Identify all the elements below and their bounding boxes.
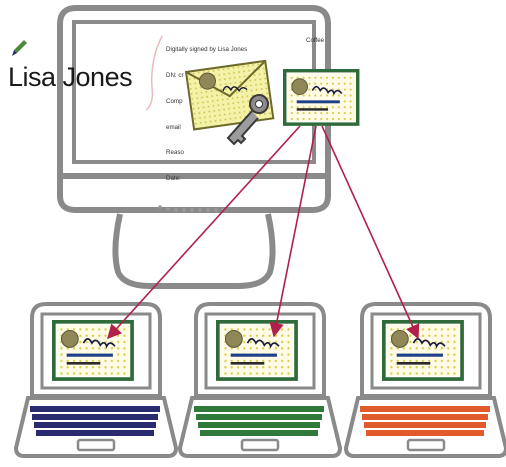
laptop-3 <box>344 302 506 458</box>
signature-detail-line: Reaso <box>166 149 184 157</box>
signer-name: Lisa Jones <box>8 62 133 92</box>
pen-icon <box>12 40 27 56</box>
keyboard-2 <box>194 406 324 436</box>
source-certificate-icon <box>282 68 361 127</box>
monitor-stand <box>112 213 276 289</box>
arrow-to-laptop-1 <box>107 125 301 340</box>
signature-detail-line: email <box>166 123 181 131</box>
key-icon <box>226 94 269 146</box>
signature-detail-line: Digitally signed by Lisa Jones <box>166 46 248 54</box>
arrow-to-laptop-2 <box>269 125 317 338</box>
keyboard-3 <box>360 406 490 436</box>
keyboard-1 <box>30 406 160 436</box>
signature-details: Digitally signed by Lisa Jones DN: cr Co… <box>166 29 247 201</box>
laptop-2 <box>178 302 342 458</box>
laptop-1 <box>14 302 178 458</box>
signature-detail-line: Date: <box>166 175 181 183</box>
arrow-to-laptop-3 <box>321 125 420 340</box>
signature-detail-line: Comp <box>166 97 183 105</box>
signature-flourish <box>145 35 163 111</box>
signature-detail-overflow: Coffee <box>306 37 325 44</box>
signature-detail-line: DN: cr <box>166 71 184 79</box>
distribution-arrows <box>107 125 420 340</box>
